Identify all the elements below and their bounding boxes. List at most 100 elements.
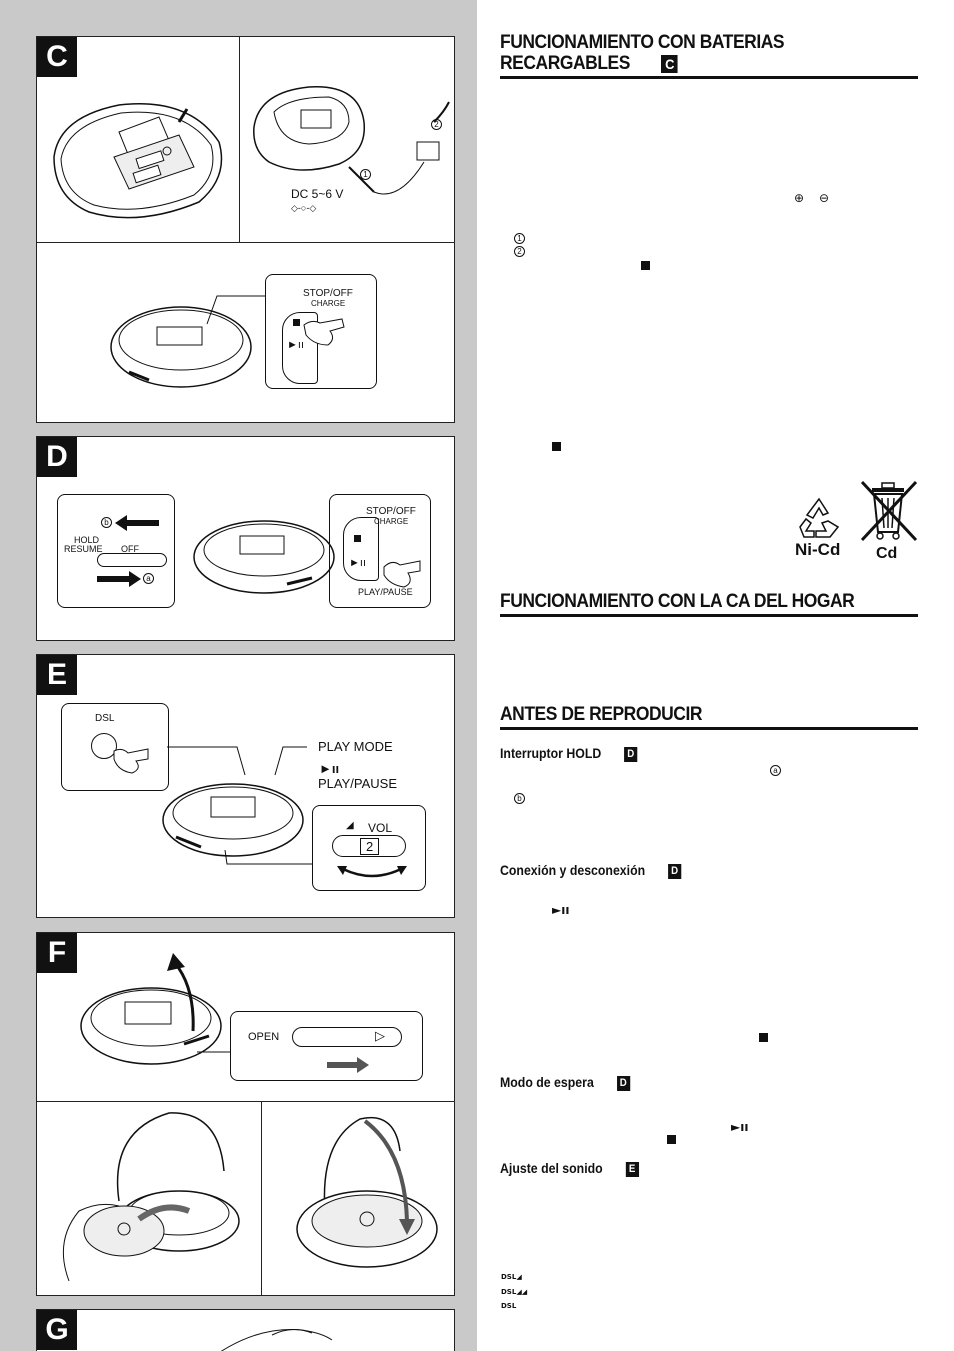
arrow-left-icon	[115, 515, 159, 531]
section-rule	[500, 76, 918, 79]
figure-panel-f: F OPEN ▷	[36, 932, 455, 1296]
figure-ref-tag: D	[616, 1075, 630, 1091]
stop-button-callout	[265, 274, 377, 389]
subsection-connection-title: Conexión y desconexión	[500, 862, 646, 878]
dsl-mode-2-icon: DSL◢◢	[501, 1288, 528, 1296]
section-title-ac: FUNCIONAMIENTO CON LA CA DEL HOGAR	[500, 591, 855, 612]
polarity-symbol: ◇-○-◇	[291, 203, 317, 213]
dsl-mode-off-icon: DSL	[501, 1302, 517, 1310]
section-title-before-play: ANTES DE REPRODUCIR	[500, 704, 703, 725]
slide-direction-icon: ▷	[375, 1028, 385, 1043]
direction-b-marker: b	[101, 517, 112, 528]
pressing-hand-icon	[113, 748, 149, 774]
figure-panel-d: D b HOLD RESUME OFF a STOP/OFF CHARGE ►ı…	[36, 436, 455, 641]
player-illustration	[110, 306, 252, 388]
figure-panel-c: C 1 2 DC 5~6 V ◇-○-◇ STOP/OFF CHARGE	[36, 36, 455, 423]
panel-letter-e: E	[37, 655, 77, 695]
arrow-right-icon	[327, 1057, 369, 1073]
stop-icon	[552, 442, 561, 451]
panel-divider	[37, 1101, 454, 1102]
resume-label: RESUME	[64, 544, 103, 554]
callout-line	[206, 295, 265, 325]
arrow-right-icon	[97, 571, 141, 587]
stop-button-callout	[329, 494, 431, 608]
player-illustration	[162, 783, 304, 857]
panel-letter-g: G	[37, 1310, 77, 1350]
off-label: OFF	[121, 544, 139, 554]
panel-divider	[261, 1101, 262, 1295]
recycle-icon	[799, 497, 840, 538]
play-pause-icon: ►ıı	[319, 761, 340, 776]
panel-letter-d: D	[37, 437, 77, 477]
battery-compartment-illustration	[53, 103, 223, 219]
vol-label: VOL	[368, 821, 393, 835]
charge-label: CHARGE	[374, 517, 409, 526]
player-illustration	[193, 520, 335, 594]
rotate-arrow-icon	[337, 866, 407, 878]
section-title-line2: RECARGABLES	[500, 53, 630, 74]
play-pause-label: PLAY/PAUSE	[358, 587, 413, 597]
step-1-marker: 1	[514, 233, 525, 244]
charge-label: CHARGE	[311, 299, 346, 308]
callout-lines	[167, 746, 307, 776]
button-housing	[282, 312, 318, 384]
play-pause-icon: ►ıı	[552, 903, 570, 917]
stop-icon	[354, 535, 361, 542]
close-lid-illustration	[296, 1117, 438, 1268]
pressing-hand-icon	[303, 318, 345, 346]
direction-a-marker: a	[770, 765, 781, 776]
play-pause-icon: ►ıı	[349, 557, 366, 569]
open-slider-callout	[230, 1011, 423, 1081]
section-title-line2-row: RECARGABLES C	[500, 53, 885, 74]
stop-off-label: STOP/OFF	[366, 506, 416, 517]
dc-input-label: DC 5~6 V	[291, 187, 344, 201]
plus-terminal-icon: ⊕	[794, 191, 805, 205]
stop-icon	[293, 319, 300, 326]
volume-dial	[332, 835, 406, 857]
hold-label: HOLD	[74, 535, 100, 545]
stop-icon	[667, 1135, 676, 1144]
volume-ramp-icon: ◢	[346, 820, 354, 831]
figure-panel-e: E DSL PLAY MODE ►ıı PLAY/PAUSE ◢ VOL 2	[36, 654, 455, 918]
callout-line	[197, 1051, 231, 1053]
stop-icon	[759, 1033, 768, 1042]
section-title-rechargeable: FUNCIONAMIENTO CON BATERIAS RECARGABLES C	[500, 32, 885, 74]
callout-line	[224, 849, 313, 865]
nicd-label: Ni-Cd	[795, 540, 841, 559]
player-illustration	[80, 987, 222, 1065]
minus-terminal-icon: ⊖	[819, 191, 830, 205]
step-2-marker: 2	[431, 119, 442, 130]
pressing-hand-icon	[383, 560, 421, 588]
panel-divider	[37, 242, 454, 243]
stop-off-label: STOP/OFF	[303, 288, 353, 299]
volume-value: 2	[360, 838, 380, 855]
subsection-standby: Modo de espera D	[500, 1074, 630, 1091]
play-pause-icon: ►ıı	[731, 1120, 749, 1134]
hold-switch-callout	[57, 494, 175, 608]
dsl-button	[91, 733, 117, 759]
direction-a-marker: a	[143, 573, 154, 584]
subsection-hold-title: Interruptor HOLD	[500, 745, 602, 761]
dsl-mode-1-icon: DSL◢	[501, 1273, 522, 1281]
dsl-label: DSL	[95, 713, 115, 724]
play-mode-label: PLAY MODE	[318, 739, 393, 754]
figure-panel-g: G	[36, 1309, 455, 1351]
play-pause-icon: ►ıı	[287, 339, 304, 351]
direction-b-marker: b	[514, 793, 525, 804]
step-1-marker: 1	[360, 169, 371, 180]
section-title-line1: FUNCIONAMIENTO CON BATERIAS	[500, 32, 785, 53]
open-lid-arrow-icon	[167, 953, 195, 1032]
panel-divider	[239, 37, 240, 242]
player-illustration	[220, 1328, 333, 1351]
cd-label: Cd	[876, 545, 898, 562]
open-slider	[292, 1027, 402, 1047]
step-2-marker: 2	[514, 246, 525, 257]
panel-letter-f: F	[37, 933, 77, 973]
figure-ref-tag: C	[661, 54, 678, 73]
figure-ref-tag: E	[625, 1161, 639, 1177]
subsection-standby-title: Modo de espera	[500, 1074, 594, 1090]
button-housing	[343, 517, 379, 581]
panel-letter-c: C	[37, 37, 77, 77]
